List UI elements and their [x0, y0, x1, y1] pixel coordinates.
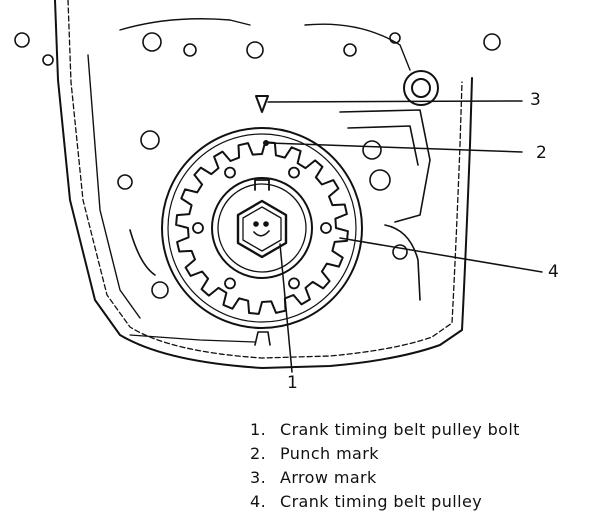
pulley-hole	[320, 222, 332, 234]
timing-cover-outline	[54, 0, 473, 369]
legend-label: Crank timing belt pulley	[280, 492, 483, 511]
legend: 1. Crank timing belt pulley bolt 2. Punc…	[250, 418, 600, 514]
legend-number: 4.	[250, 492, 267, 511]
callout-1: 1	[287, 373, 298, 393]
pulley-tooth-ring	[175, 141, 349, 315]
cover-bolt	[403, 70, 439, 106]
pulley-hole	[224, 277, 236, 290]
callout-3: 3	[530, 90, 541, 110]
leader-lines	[267, 100, 543, 373]
legend-item-1: 1. Crank timing belt pulley bolt	[250, 418, 600, 442]
pulley-holes	[192, 166, 332, 290]
legend-number: 2.	[250, 444, 267, 463]
legend-label: Arrow mark	[280, 468, 377, 487]
crank-timing-belt-pulley	[161, 127, 363, 329]
pulley-hole	[192, 222, 204, 234]
punch-mark	[263, 140, 269, 146]
callout-2: 2	[536, 143, 547, 163]
legend-item-3: 3. Arrow mark	[250, 466, 600, 490]
leader-line-3	[267, 100, 523, 103]
crank-timing-belt-pulley-bolt	[236, 199, 288, 259]
leader-line-1	[279, 243, 293, 373]
callout-4: 4	[548, 262, 559, 282]
pulley-hole	[288, 166, 300, 179]
leader-line-4	[339, 237, 543, 273]
legend-number: 3.	[250, 468, 267, 487]
legend-label: Crank timing belt pulley bolt	[280, 420, 520, 439]
leader-line-2	[268, 142, 523, 153]
legend-item-2: 2. Punch mark	[250, 442, 600, 466]
pulley-hole	[224, 166, 236, 179]
engine-timing-illustration	[14, 0, 543, 373]
legend-label: Punch mark	[280, 444, 379, 463]
legend-number: 1.	[250, 420, 267, 439]
engine-block-features	[14, 32, 501, 346]
legend-item-4: 4. Crank timing belt pulley	[250, 490, 600, 514]
pulley-hole	[288, 277, 300, 290]
arrow-mark	[255, 95, 269, 113]
pulley-teeth	[175, 141, 349, 315]
